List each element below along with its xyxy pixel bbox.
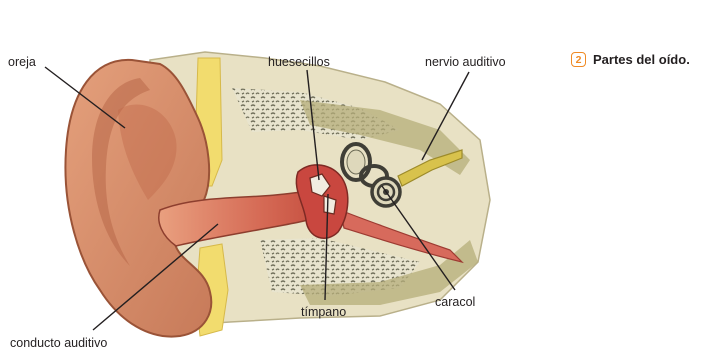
caption-text: Partes del oído.	[593, 52, 690, 67]
outer-ear	[65, 60, 211, 337]
label-huesecillos: huesecillos	[268, 56, 330, 69]
caption-number-badge: 2	[571, 52, 586, 67]
label-conducto-auditivo: conducto auditivo	[10, 337, 107, 350]
figure-caption: 2 Partes del oído.	[571, 52, 690, 67]
label-timpano: tímpano	[301, 306, 346, 319]
label-caracol: caracol	[435, 296, 475, 309]
label-oreja: oreja	[8, 56, 36, 69]
label-nervio-auditivo: nervio auditivo	[425, 56, 506, 69]
